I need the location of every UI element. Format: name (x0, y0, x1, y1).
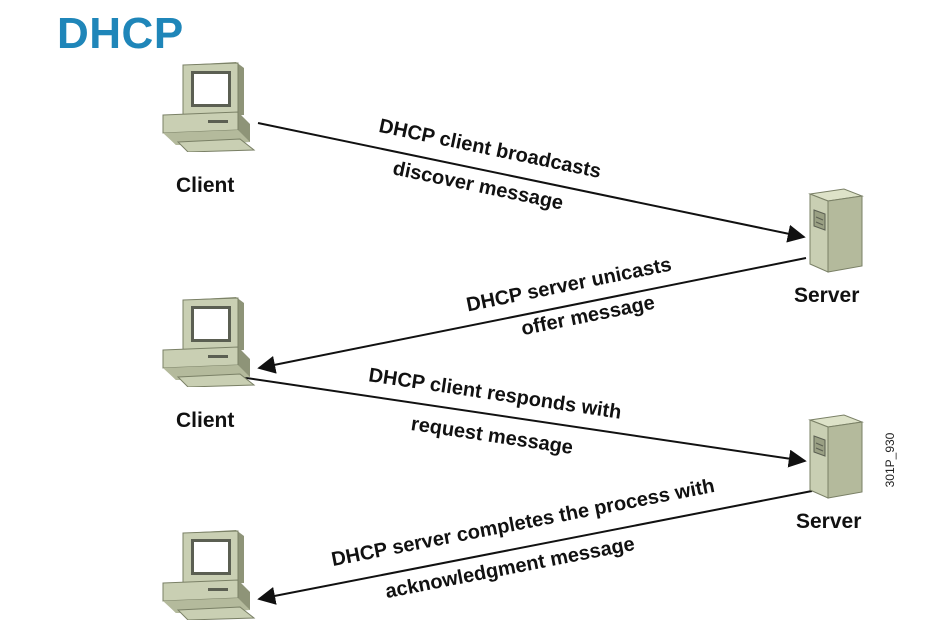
client-label-2: Client (176, 409, 235, 432)
request-arrow (239, 376, 807, 468)
server-icon (808, 188, 864, 273)
client-computer-3 (158, 528, 256, 621)
server-icon (808, 414, 864, 499)
computer-icon (162, 530, 256, 621)
figure-id: 301P_930 (883, 432, 897, 488)
server-tower-2 (806, 410, 866, 500)
client-computer-2 (158, 295, 256, 388)
computer-icon (162, 62, 256, 153)
discover-arrow (257, 122, 806, 243)
server-label-2: Server (796, 510, 862, 533)
client-label-1: Client (176, 174, 235, 197)
server-tower-1 (806, 184, 866, 274)
server-label-1: Server (794, 284, 860, 307)
computer-icon (162, 297, 256, 388)
offer-arrow (257, 257, 807, 374)
acknowledgment-arrow (257, 490, 813, 605)
page-title: DHCP (57, 9, 184, 58)
client-computer-1 (158, 60, 256, 153)
